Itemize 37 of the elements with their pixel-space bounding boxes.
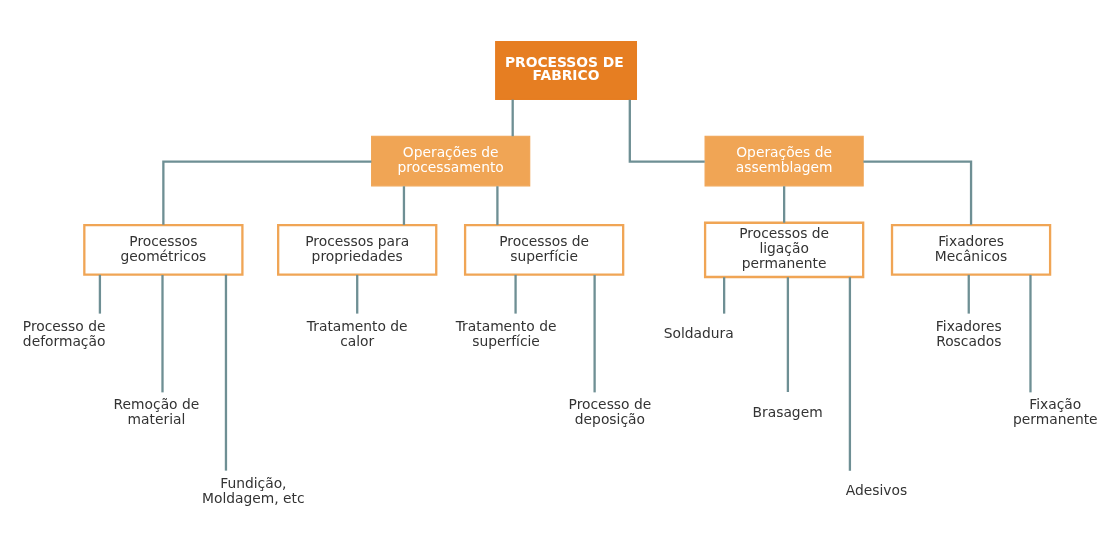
node-text: Adesivos bbox=[845, 482, 908, 499]
node-text: Soldadura bbox=[663, 325, 734, 342]
node-box: Processos geométricos bbox=[83, 223, 244, 276]
connector bbox=[722, 277, 726, 314]
node-text: Fixadores Roscados bbox=[935, 317, 1002, 349]
node-box: Processos de superfície bbox=[463, 223, 625, 276]
node-text: Fundição, Moldagem, etc bbox=[202, 474, 305, 506]
node-box: Operações de assemblagem bbox=[704, 135, 864, 187]
connector bbox=[514, 274, 517, 314]
node-box: Processos para propriedades bbox=[277, 223, 438, 276]
connector bbox=[782, 186, 786, 223]
connector bbox=[98, 274, 102, 314]
node-box: Operações de processamento bbox=[371, 135, 531, 187]
connector bbox=[224, 274, 228, 471]
connector bbox=[402, 186, 406, 225]
connector bbox=[863, 160, 973, 225]
connector bbox=[848, 277, 852, 471]
connector bbox=[786, 277, 790, 392]
connector bbox=[1029, 275, 1032, 393]
node-text: Tratamento de calor bbox=[306, 317, 408, 349]
connector bbox=[628, 99, 705, 163]
connector bbox=[593, 275, 596, 393]
node-text: Remoção de material bbox=[113, 396, 200, 428]
node-text: Brasagem bbox=[752, 403, 823, 420]
node-text: Processo de deposição bbox=[568, 396, 652, 428]
node-text: Fixação permanente bbox=[1012, 396, 1098, 428]
connector bbox=[967, 274, 970, 314]
node-text: Tratamento de superfície bbox=[455, 317, 557, 349]
connector bbox=[161, 275, 164, 393]
connector bbox=[162, 160, 372, 225]
node-box: Fixadores Mecânicos bbox=[890, 223, 1052, 276]
node-box: PROCESSOS DE FABRICO bbox=[495, 41, 637, 100]
connector bbox=[356, 274, 359, 314]
connector bbox=[511, 99, 514, 137]
node-text: Processo de deformação bbox=[22, 317, 106, 349]
node-box: Processos de ligação permanente bbox=[703, 221, 865, 279]
connector bbox=[496, 186, 499, 225]
